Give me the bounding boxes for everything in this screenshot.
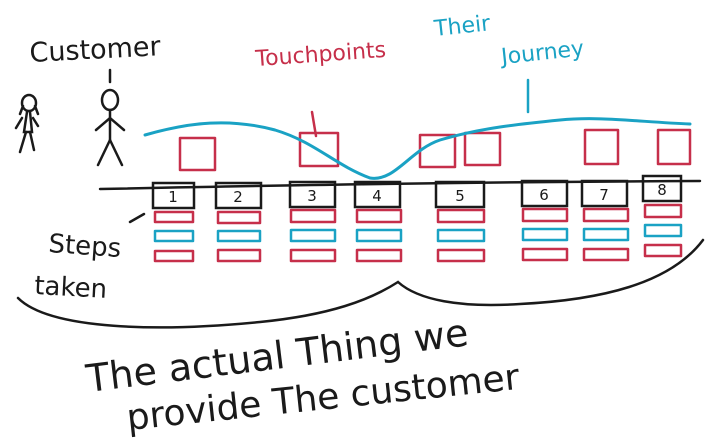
steps-pointer [130, 214, 144, 222]
touchpoint-box [658, 130, 690, 164]
step-stack-5 [438, 210, 484, 261]
journey-line [145, 119, 690, 179]
their-label: Their [432, 11, 492, 42]
step-stack-7 [584, 209, 628, 260]
step-stack-4 [357, 210, 401, 261]
step-number: 2 [233, 188, 243, 206]
step-stack-3 [291, 210, 335, 261]
touchpoint-box [465, 133, 500, 165]
step-number: 7 [599, 186, 609, 204]
step-boxes: 1 2 3 4 5 6 7 8 [153, 176, 681, 208]
touchpoint-boxes [180, 130, 690, 170]
customer-label: Customer [29, 31, 162, 69]
step-stack-8 [645, 205, 681, 256]
touchpoint-box [180, 138, 215, 170]
steps-label: Steps [48, 229, 123, 264]
step-number: 5 [455, 187, 465, 205]
step-stacks [155, 205, 681, 261]
step-stack-1 [155, 212, 193, 261]
step-number: 4 [372, 187, 382, 205]
touchpoint-box [585, 130, 618, 164]
taken-label: taken [34, 271, 108, 305]
step-number: 6 [539, 186, 549, 204]
step-number: 3 [307, 187, 317, 205]
step-number: 1 [168, 188, 178, 206]
companion-figure [16, 95, 38, 152]
touchpoints-label: Touchpoints [254, 38, 387, 72]
step-number: 8 [657, 181, 667, 199]
step-stack-6 [523, 209, 567, 260]
step-stack-2 [218, 212, 260, 261]
journey-label: Journey [498, 36, 585, 70]
customer-figure [96, 90, 124, 165]
